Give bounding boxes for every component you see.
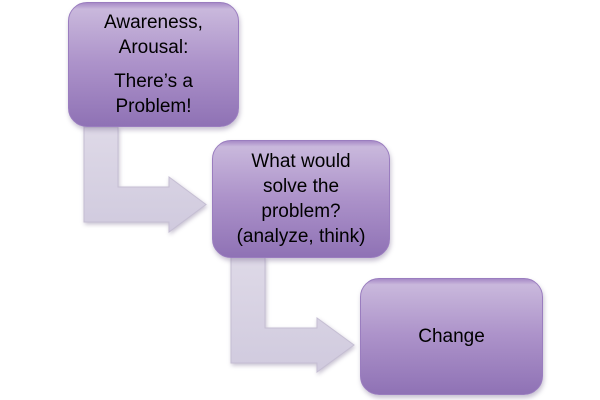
node-paragraph: There’s a Problem!: [114, 69, 193, 119]
node-paragraph: What would solve the problem? (analyze, …: [237, 149, 366, 249]
node-text-line: (analyze, think): [236, 226, 366, 247]
node-text-line: What would: [251, 151, 351, 172]
node-paragraph: Awareness, Arousal:: [104, 10, 203, 60]
node-text-line: solve the: [262, 176, 340, 197]
node-text-line: problem?: [261, 201, 341, 222]
node-solve-problem: What would solve the problem? (analyze, …: [212, 140, 390, 258]
node-text-line: Arousal:: [118, 37, 189, 58]
node-awareness-arousal: Awareness, Arousal: There’s a Problem!: [68, 2, 239, 127]
node-text-line: Awareness,: [104, 12, 203, 33]
node-text-line: Problem!: [115, 96, 192, 117]
node-change: Change: [360, 278, 543, 395]
node-text-line: Change: [418, 326, 485, 347]
node-text-line: There’s a: [114, 71, 193, 92]
node-paragraph: Change: [418, 324, 485, 349]
elbow-arrow-1: [83, 126, 207, 233]
elbow-arrow-2: [230, 256, 355, 373]
